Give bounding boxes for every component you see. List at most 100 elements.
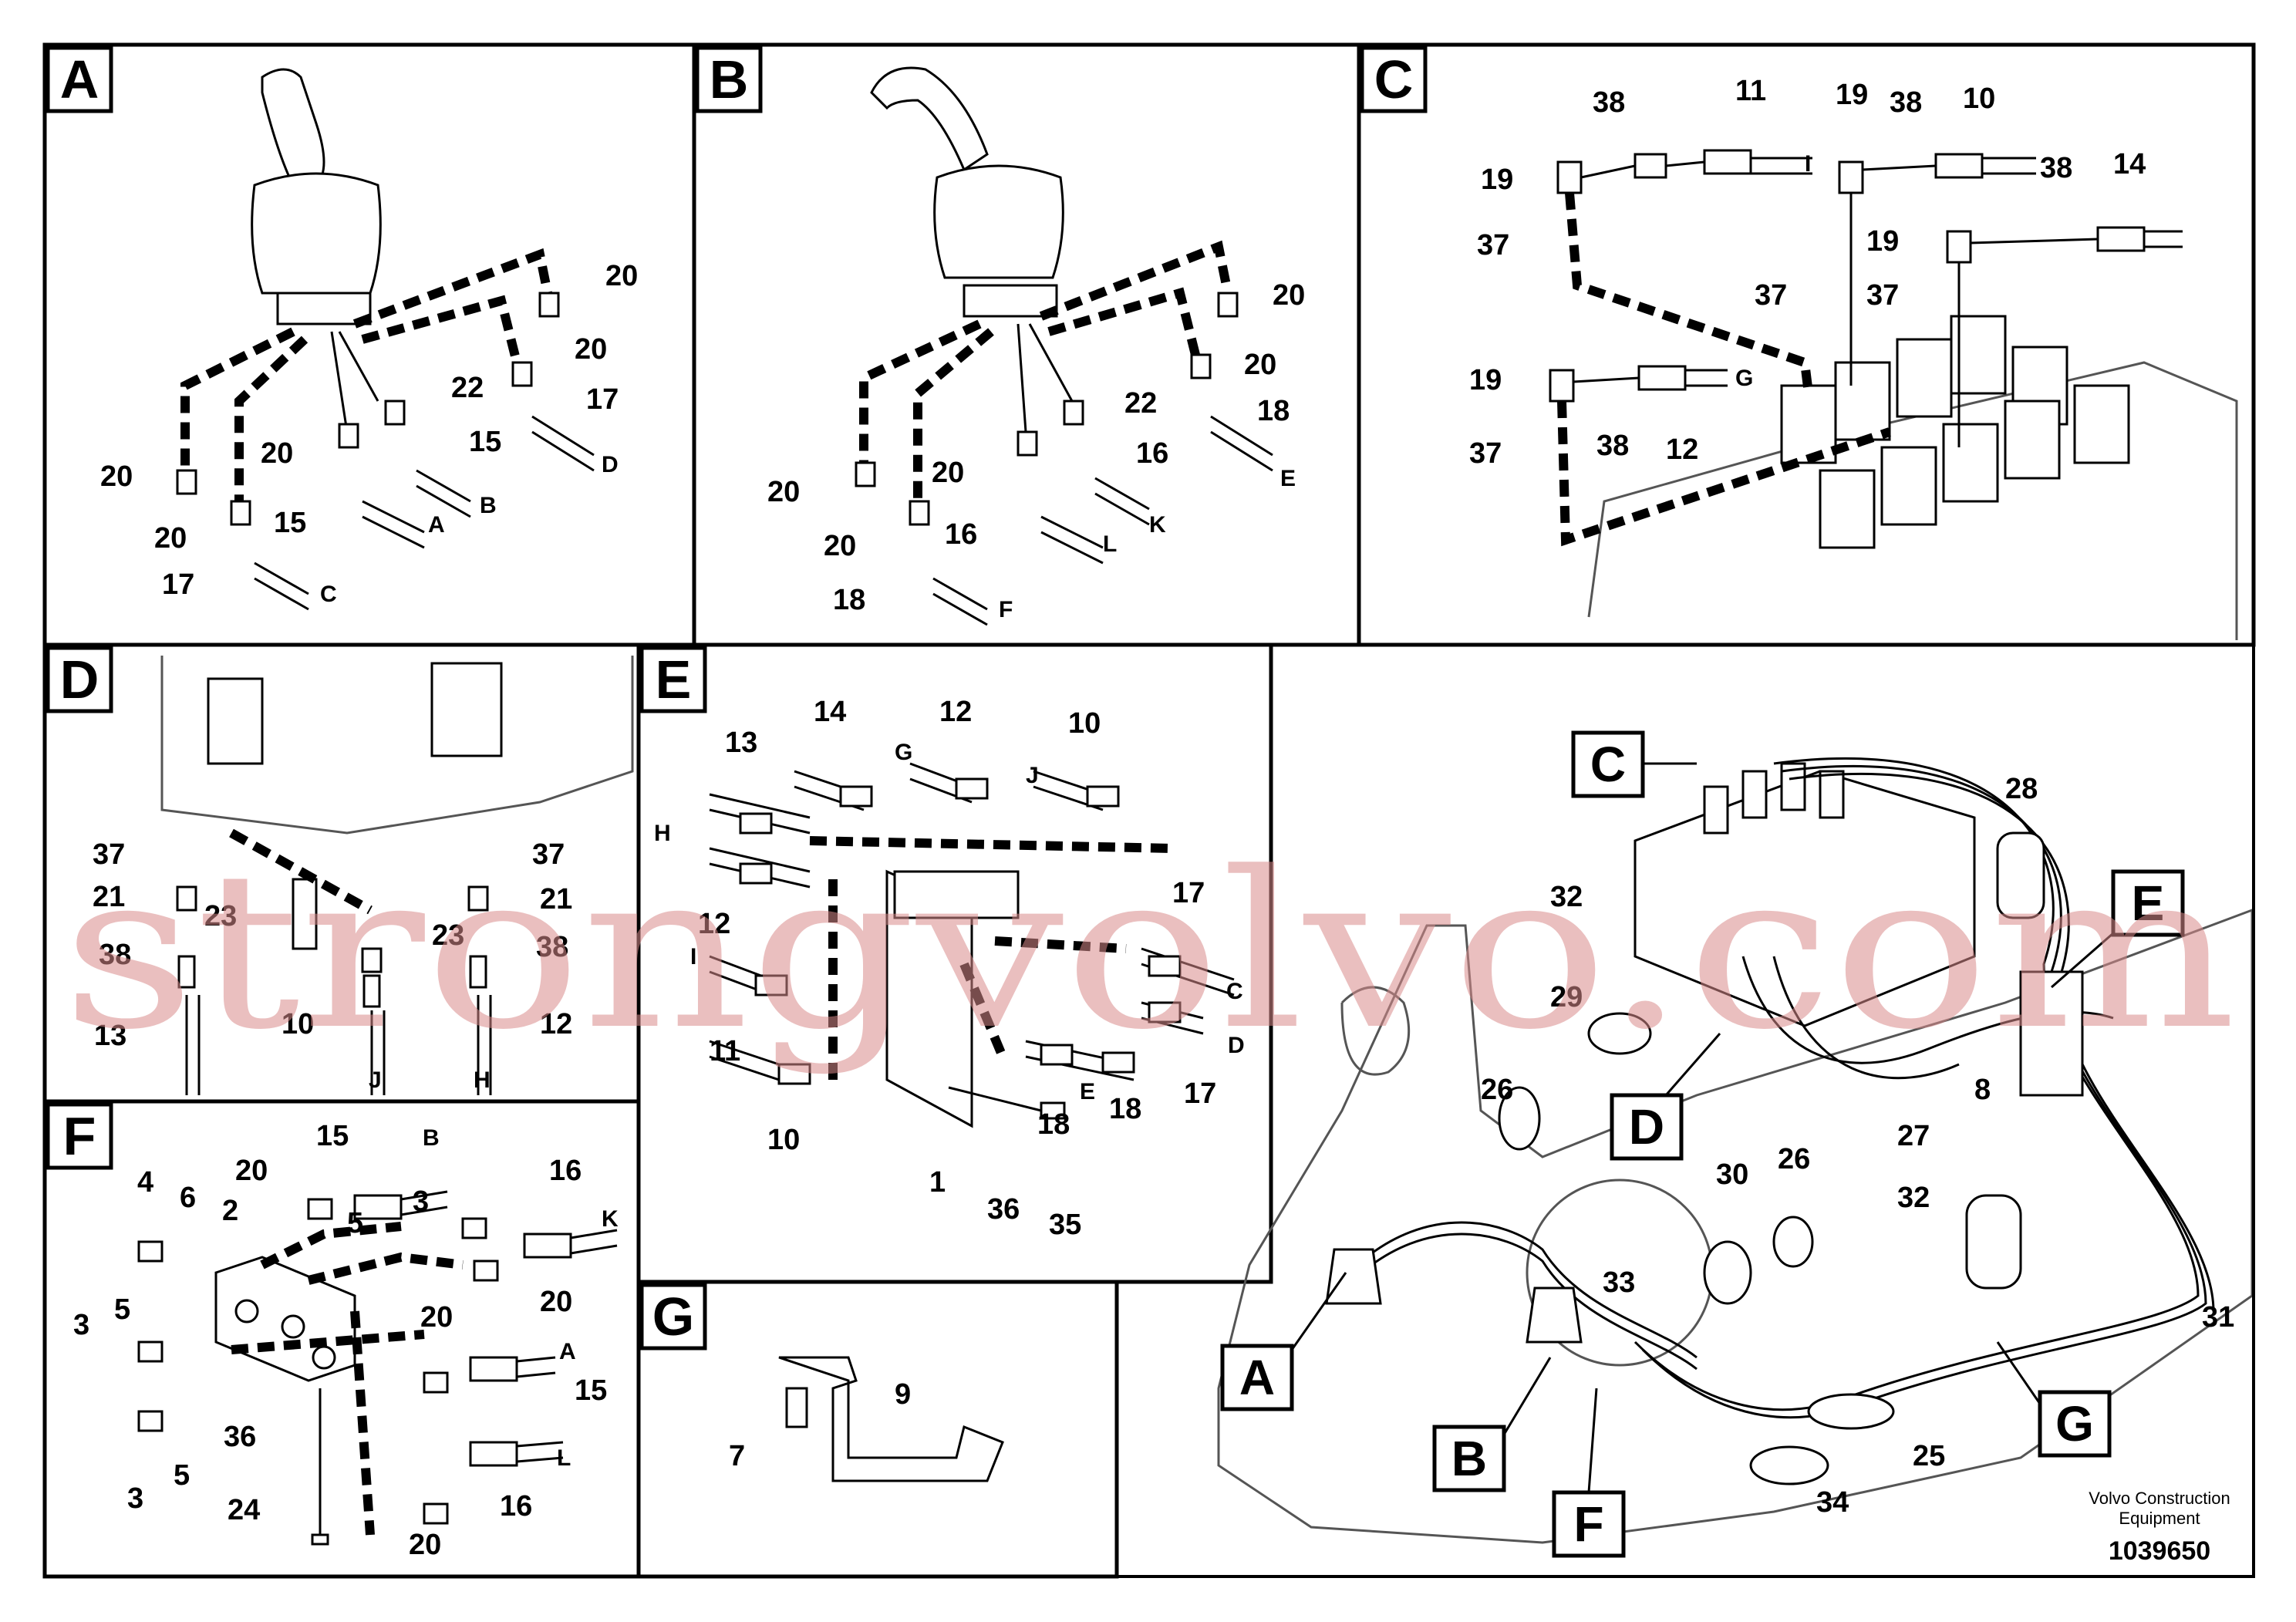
label-d-12: 12 <box>540 1008 572 1040</box>
label-f-3c: 3 <box>127 1482 143 1515</box>
label-b-4: 16 <box>1136 437 1168 470</box>
label-e-18b: 18 <box>1109 1093 1141 1125</box>
hose-e-e: E <box>1080 1079 1095 1104</box>
label-a-9: 20 <box>154 522 187 555</box>
panel-b: B 20 20 22 16 18 20 20 16 20 18 E K L F <box>692 42 1361 647</box>
label-e-13: 13 <box>725 727 757 759</box>
overview-label-26a: 26 <box>1481 1074 1513 1106</box>
label-a-5: 17 <box>586 383 619 416</box>
label-a-3: 22 <box>451 372 484 404</box>
label-f-15a: 15 <box>316 1120 349 1152</box>
label-c-19a: 19 <box>1481 164 1513 196</box>
label-b-10: 18 <box>833 584 865 616</box>
label-c-38d: 38 <box>1596 430 1629 462</box>
label-a-2: 20 <box>575 333 607 366</box>
label-b-3: 22 <box>1124 387 1157 420</box>
label-c-10: 10 <box>1963 83 1995 115</box>
label-d-23a: 23 <box>204 900 237 932</box>
panel-e: E <box>636 642 1273 1284</box>
label-b-8: 16 <box>945 518 977 551</box>
hose-b-e: E <box>1280 466 1296 491</box>
label-c-14: 14 <box>2113 148 2146 180</box>
hose-a-b: B <box>480 493 497 518</box>
label-f-20a: 20 <box>235 1155 268 1187</box>
label-d-38b: 38 <box>536 931 568 963</box>
label-d-37a: 37 <box>93 838 125 871</box>
label-c-38b: 38 <box>1890 86 1922 119</box>
label-e-35: 35 <box>1049 1209 1081 1241</box>
label-d-38a: 38 <box>99 939 131 971</box>
hose-d-j: J <box>369 1067 382 1093</box>
label-f-20d: 20 <box>409 1529 441 1561</box>
overview-callout-f: F <box>1573 1496 1603 1552</box>
label-g-9: 9 <box>895 1378 911 1411</box>
panel-b-letter: B <box>710 49 749 110</box>
overview-label-27: 27 <box>1897 1120 1930 1152</box>
label-f-6: 6 <box>180 1182 196 1214</box>
label-f-16a: 16 <box>549 1155 582 1187</box>
panel-g-letter: G <box>652 1286 694 1347</box>
overview-label-31: 31 <box>2202 1301 2234 1334</box>
label-e-17a: 17 <box>1172 877 1205 909</box>
panel-a-letter: A <box>60 49 99 110</box>
label-a-1: 20 <box>605 260 638 292</box>
label-f-5b: 5 <box>114 1293 130 1326</box>
label-f-16b: 16 <box>500 1490 532 1523</box>
panel-d-letter: D <box>60 649 99 710</box>
label-c-37a: 37 <box>1477 229 1509 261</box>
panel-f: F 15 16 4 6 <box>42 1099 641 1579</box>
hose-c-g: G <box>1735 366 1753 391</box>
label-e-12a: 12 <box>939 696 972 728</box>
label-f-3a: 3 <box>413 1185 429 1218</box>
label-e-10a: 10 <box>1068 707 1101 740</box>
overview-label-33: 33 <box>1603 1266 1635 1299</box>
label-c-38c: 38 <box>2040 152 2072 184</box>
hose-f-a: A <box>559 1339 576 1364</box>
hose-a-c: C <box>320 582 337 607</box>
overview-callout-g: G <box>2055 1396 2094 1452</box>
label-d-10: 10 <box>282 1008 314 1040</box>
hose-f-b: B <box>423 1125 440 1151</box>
label-f-36: 36 <box>224 1421 256 1453</box>
panel-d: D 37 21 23 38 13 10 37 21 23 38 12 J H <box>42 642 641 1104</box>
panel-f-letter: F <box>63 1106 96 1166</box>
label-g-7: 7 <box>729 1440 745 1472</box>
label-a-4: 15 <box>469 426 501 458</box>
label-f-20c: 20 <box>420 1301 453 1334</box>
label-b-2: 20 <box>1244 349 1276 381</box>
label-d-13: 13 <box>94 1020 126 1052</box>
label-c-19b: 19 <box>1836 79 1868 111</box>
overview-callout-d: D <box>1629 1099 1664 1155</box>
overview-label-25: 25 <box>1913 1440 1945 1472</box>
hose-f-k: K <box>602 1206 619 1232</box>
hose-e-h: H <box>654 821 671 846</box>
hose-b-k: K <box>1149 512 1166 538</box>
label-f-15b: 15 <box>575 1374 607 1407</box>
overview-label-28: 28 <box>2005 773 2038 805</box>
label-c-11: 11 <box>1735 75 1766 107</box>
panel-a: A 20 20 22 15 17 20 20 15 20 17 D <box>42 42 696 647</box>
hose-e-c: C <box>1226 979 1243 1004</box>
label-a-6: 20 <box>100 460 133 493</box>
overview-label-8: 8 <box>1974 1074 1991 1106</box>
overview-callout-b: B <box>1451 1431 1487 1486</box>
label-e-14: 14 <box>814 696 846 728</box>
label-c-19e: 19 <box>1469 364 1502 396</box>
hose-e-j: J <box>1026 763 1039 788</box>
label-f-4: 4 <box>137 1166 153 1199</box>
overview-assembly: C E D A B F G 28 32 29 26 8 27 30 26 <box>1217 730 2254 1558</box>
overview-label-32a: 32 <box>1550 881 1583 913</box>
hose-c-i: I <box>1805 151 1811 177</box>
label-c-19c: 19 <box>1866 225 1899 258</box>
footer-company-line2: Equipment <box>2119 1509 2200 1528</box>
label-d-23b: 23 <box>432 919 464 952</box>
label-f-2: 2 <box>222 1195 238 1227</box>
panel-e-letter: E <box>656 649 692 710</box>
hose-e-g: G <box>895 740 912 765</box>
label-c-38a: 38 <box>1593 86 1625 119</box>
label-e-18a: 18 <box>1037 1108 1070 1141</box>
panel-c-letter: C <box>1374 49 1414 110</box>
label-f-20b: 20 <box>540 1286 572 1318</box>
label-e-12b: 12 <box>698 908 730 940</box>
